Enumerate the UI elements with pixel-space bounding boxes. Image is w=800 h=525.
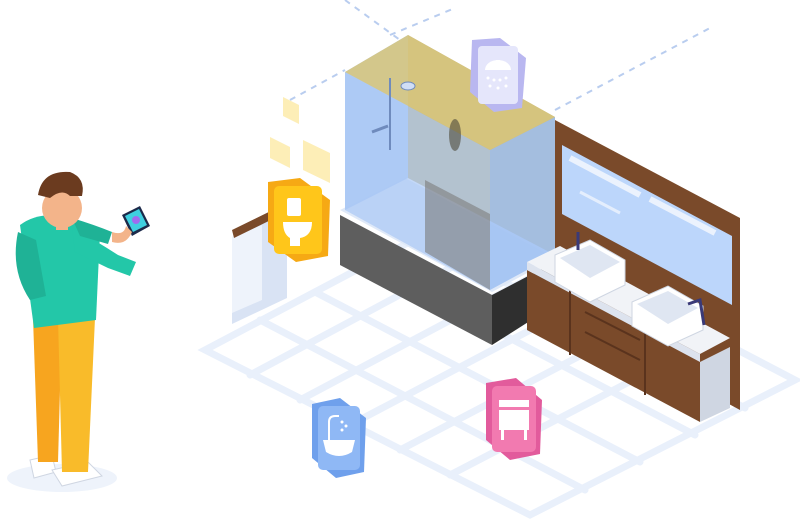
toilet-badge[interactable] — [268, 178, 330, 262]
toilet-icon — [283, 198, 312, 246]
cabinet-badge[interactable] — [486, 378, 542, 460]
shower-badge[interactable] — [470, 38, 526, 112]
bathtub-icon — [323, 415, 355, 456]
person-with-phone — [7, 171, 150, 492]
shower-icon — [485, 60, 511, 90]
sinks — [554, 232, 706, 347]
dashed-guides — [289, 0, 711, 111]
shower-enclosure — [345, 35, 555, 290]
phone-icon — [122, 206, 150, 236]
bathtub-badge[interactable] — [312, 398, 366, 478]
cabinet-icon — [499, 400, 529, 440]
floating-tiles — [270, 97, 330, 183]
